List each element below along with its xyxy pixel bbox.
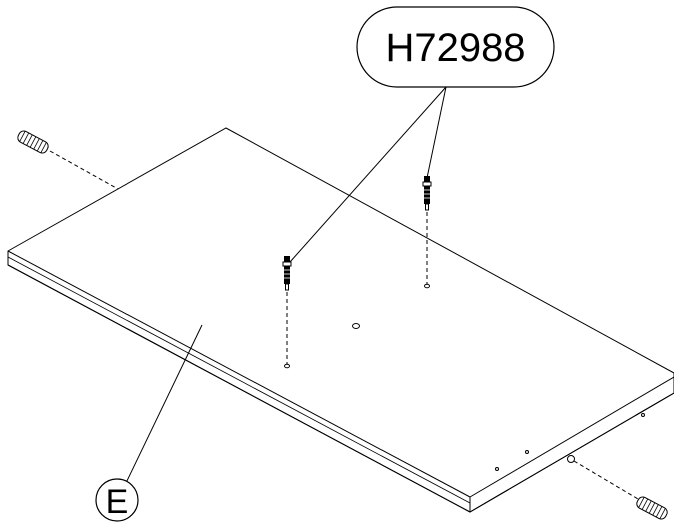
edge-hole-1 <box>495 467 499 471</box>
panel-label-leader <box>124 324 203 486</box>
cam-hole-left <box>284 363 290 369</box>
part-callout: H72988 <box>289 6 555 263</box>
dowel-bottom-right <box>573 460 668 520</box>
cam-bolt-right <box>422 176 432 284</box>
edge-hole-4 <box>641 413 645 417</box>
panel-label: E <box>95 324 203 522</box>
callout-leader-left <box>289 86 447 263</box>
dowel-top-left <box>17 130 119 190</box>
callout-leader-right <box>426 86 447 179</box>
panel-board <box>7 127 674 513</box>
cam-bolt-left <box>282 256 292 364</box>
edge-hole-2 <box>525 450 529 454</box>
panel-letter: E <box>106 483 129 521</box>
center-hole <box>352 323 360 329</box>
edge-hole-3 <box>567 455 575 463</box>
cam-hole-right <box>424 283 430 289</box>
part-number-label: H72988 <box>385 26 525 70</box>
